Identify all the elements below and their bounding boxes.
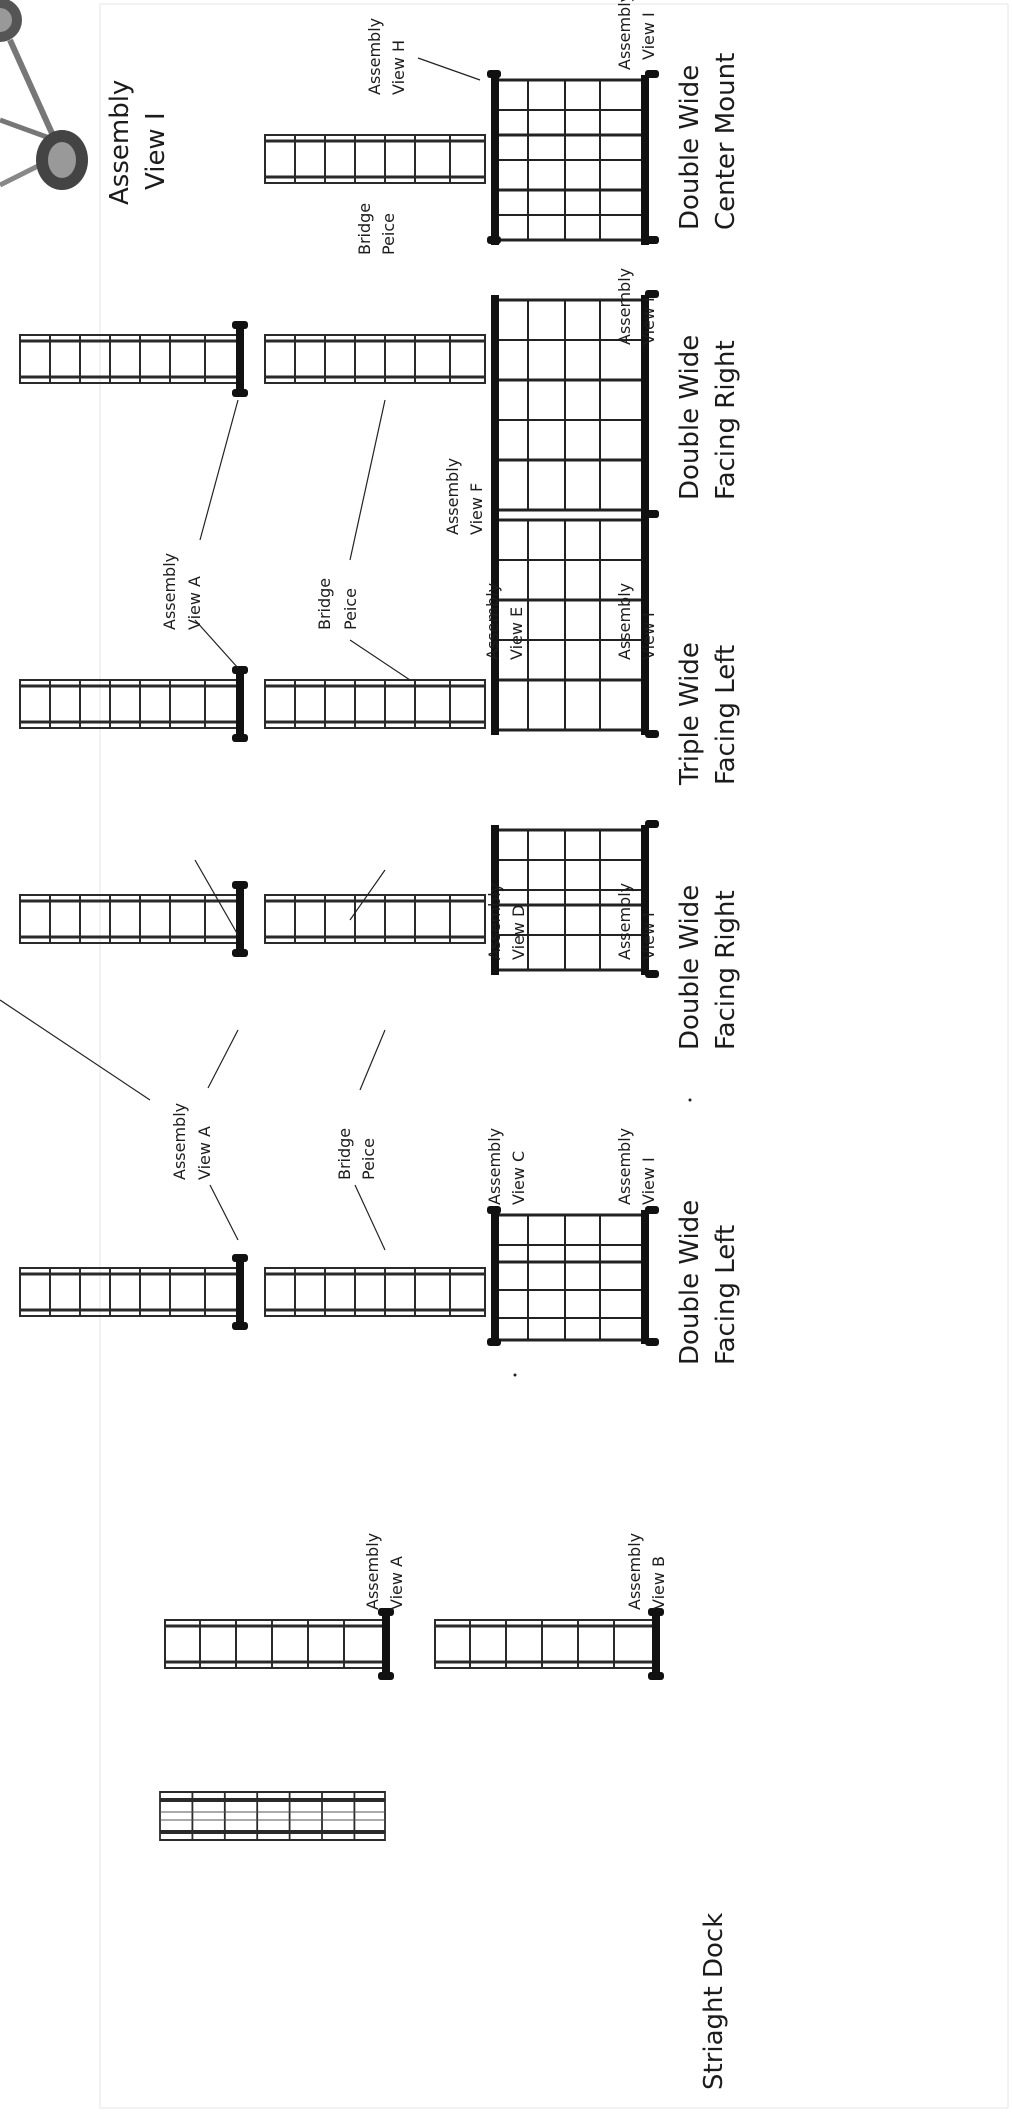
- dw-center-peice-label: Peice: [379, 213, 398, 255]
- straight-dock-b-view: View B: [649, 1556, 668, 1610]
- dw-right-1-title-2: Facing Right: [711, 890, 741, 1050]
- dw-right-1-ladder-top: [19, 881, 248, 957]
- dw-center-title-1: Double Wide: [675, 65, 705, 230]
- dw-right-2-bridge: [264, 334, 486, 384]
- dot-mark: [688, 1228, 692, 1232]
- straight-dock-b-assembly: Assembly: [625, 1533, 644, 1610]
- dw-right-2-view-f: View F: [467, 483, 486, 535]
- straight-dock-a-assembly: Assembly: [363, 1533, 382, 1610]
- dw-right-1-group: Assembly View D Assembly View I Double W…: [0, 820, 741, 1101]
- dw-right-1-title-1: Double Wide: [675, 885, 705, 1050]
- triple-left-grid: [491, 510, 659, 738]
- dw-left-peice-label: Peice: [359, 1138, 378, 1180]
- dot-mark: [688, 1098, 692, 1102]
- dw-right-1-assembly-d: Assembly: [485, 883, 504, 960]
- dw-center-assembly-h: Assembly: [365, 18, 384, 95]
- triple-left-title-1: Triple Wide: [675, 642, 705, 786]
- straight-dock-label: Striaght Dock: [699, 1913, 729, 2090]
- dw-center-view-h: View H: [389, 40, 408, 95]
- assembly-view-i-illustration: [0, 0, 88, 190]
- dw-left-title-2: Facing Left: [711, 1225, 741, 1365]
- triple-left-view-i: View I: [639, 612, 658, 660]
- dw-left-assembly-i: Assembly: [615, 1128, 634, 1205]
- dw-right-1-view-i: View I: [639, 912, 658, 960]
- triple-left-bridge-label: Bridge: [315, 578, 334, 630]
- dw-right-2-title-2: Facing Right: [711, 340, 741, 500]
- triple-left-assembly-e: Assembly: [483, 583, 502, 660]
- dw-right-1-view-d: View D: [509, 905, 528, 960]
- triple-left-group: Assembly View A Bridge Peice Assembly Vi…: [19, 510, 741, 936]
- triple-left-view-a: View A: [185, 576, 204, 630]
- dw-right-1-grid: [491, 820, 659, 978]
- dw-right-2-assembly-f: Assembly: [443, 458, 462, 535]
- dw-left-bridge: [264, 1267, 486, 1317]
- dw-right-2-grid: [491, 290, 659, 518]
- dw-right-2-group: Assembly View F Assembly View I Double W…: [19, 268, 741, 561]
- dw-left-assembly-c: Assembly: [485, 1128, 504, 1205]
- dw-left-view-i: View I: [639, 1157, 658, 1205]
- straight-dock-group: Assembly View A Assembly View B Striaght…: [159, 1533, 729, 2090]
- dw-left-bridge-label: Bridge: [335, 1128, 354, 1180]
- straight-dock-a-view: View A: [387, 1556, 406, 1610]
- dw-right-1-assembly-i: Assembly: [615, 883, 634, 960]
- dw-left-ladder-top: [19, 1254, 248, 1330]
- dw-left-grid: [487, 1206, 659, 1346]
- dw-left-view-a: View A: [195, 1126, 214, 1180]
- assembly-view-i-title-2: View I: [141, 112, 171, 190]
- triple-left-view-e: View E: [507, 607, 526, 660]
- dw-center-title-2: Center Mount: [711, 53, 741, 230]
- triple-left-assembly-i: Assembly: [615, 583, 634, 660]
- dw-center-bridge-label: Bridge: [355, 203, 374, 255]
- dw-left-title-1: Double Wide: [675, 1200, 705, 1365]
- dw-right-1-bridge: [264, 894, 486, 944]
- dw-center-assembly-i: Assembly: [615, 0, 634, 70]
- triple-left-assembly-a: Assembly: [160, 553, 179, 630]
- dw-center-bridge: [264, 134, 486, 184]
- assembly-view-i-title-1: Assembly: [105, 80, 135, 205]
- straight-dock-section-a: [159, 1791, 386, 1841]
- dw-right-2-title-1: Double Wide: [675, 335, 705, 500]
- dw-right-2-ladder-top: [19, 321, 248, 397]
- sheet-border-right: [99, 3, 1009, 2109]
- triple-left-peice-label: Peice: [341, 588, 360, 630]
- dw-center-view-i: View I: [639, 12, 658, 60]
- dw-left-assembly-a1: Assembly: [170, 1103, 189, 1180]
- straight-dock-section-a-frame: [164, 1608, 394, 1680]
- triple-left-title-2: Facing Left: [711, 645, 741, 785]
- dw-right-2-assembly-i: Assembly: [615, 268, 634, 345]
- dw-left-group: Assembly View A Bridge Peice Assembly Vi…: [19, 1103, 741, 1365]
- triple-left-ladder-top: [19, 666, 248, 742]
- dot-mark: [513, 1373, 517, 1377]
- dw-left-view-c: View C: [509, 1151, 528, 1205]
- dw-center-grid: [487, 70, 659, 245]
- straight-dock-section-b: [434, 1608, 664, 1680]
- dw-center-group: Bridge Peice Assembly View H Assembly Vi…: [264, 0, 741, 255]
- dw-right-2-view-i: View I: [639, 297, 658, 345]
- triple-left-bridge: [264, 679, 486, 729]
